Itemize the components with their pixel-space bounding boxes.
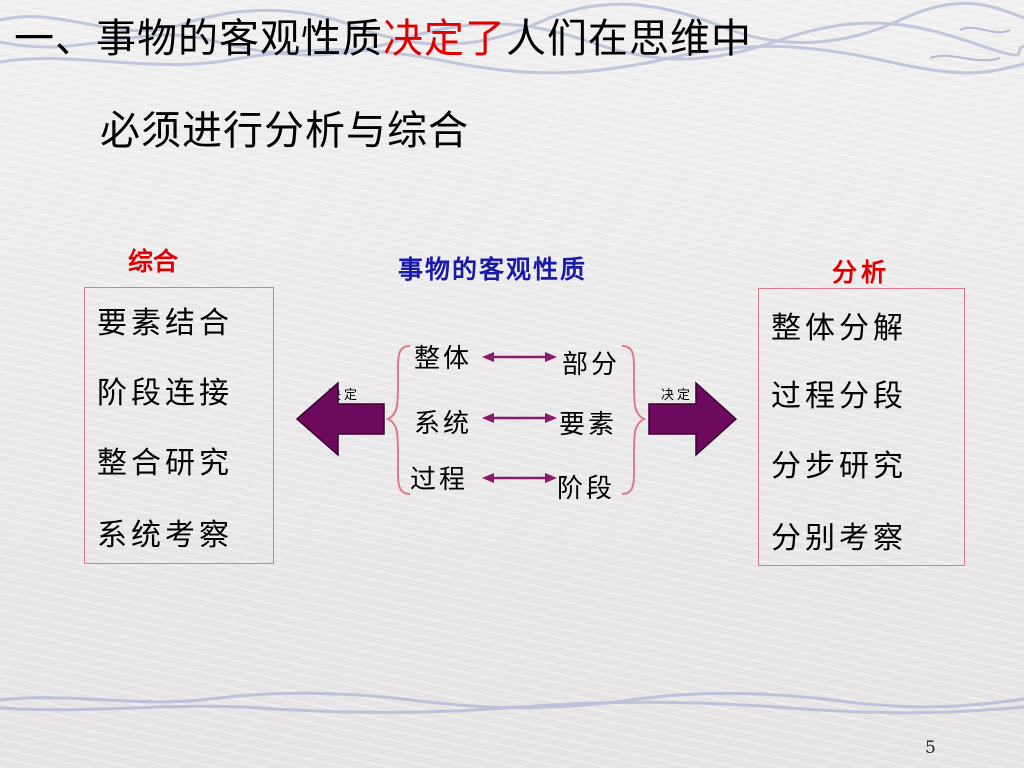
analysis-heading: 分析 — [832, 258, 891, 287]
pair-whole-2: 系统 — [414, 409, 473, 439]
right-arrow-label: 决定 — [661, 388, 694, 403]
list-item: 分步研究 — [771, 449, 907, 484]
list-item: 系统考察 — [97, 518, 233, 553]
title-suffix: 人们在思维中 — [506, 16, 752, 62]
page-title-line2: 必须进行分析与综合 — [100, 108, 469, 154]
left-arrow-label: 决定 — [328, 388, 361, 403]
top-swirl-decoration — [0, 1, 1024, 75]
list-item: 整体分解 — [771, 311, 907, 346]
pair-whole-3: 过程 — [410, 465, 469, 495]
list-item: 阶段连接 — [97, 376, 233, 411]
center-heading: 事物的客观性质 — [398, 255, 588, 284]
list-item: 分别考察 — [771, 521, 907, 556]
list-item: 要素结合 — [97, 306, 233, 341]
page-number: 5 — [925, 738, 936, 758]
pair-part-1: 部分 — [562, 350, 621, 380]
pair-whole-1: 整体 — [414, 344, 473, 374]
list-item: 整合研究 — [97, 446, 233, 481]
pair-part-2: 要素 — [559, 410, 618, 440]
bottom-swirl-decoration — [0, 691, 1024, 715]
title-prefix: 一、事物的客观性质 — [14, 16, 383, 62]
title-highlight: 决定了 — [383, 16, 506, 62]
synthesis-box: 要素结合 阶段连接 整合研究 系统考察 — [84, 287, 274, 564]
analysis-box: 整体分解 过程分段 分步研究 分别考察 — [758, 288, 965, 566]
page-title-line1: 一、事物的客观性质决定了人们在思维中 — [14, 6, 752, 64]
pair-part-3: 阶段 — [557, 474, 616, 504]
synthesis-heading: 综合 — [128, 247, 179, 276]
list-item: 过程分段 — [771, 379, 907, 414]
